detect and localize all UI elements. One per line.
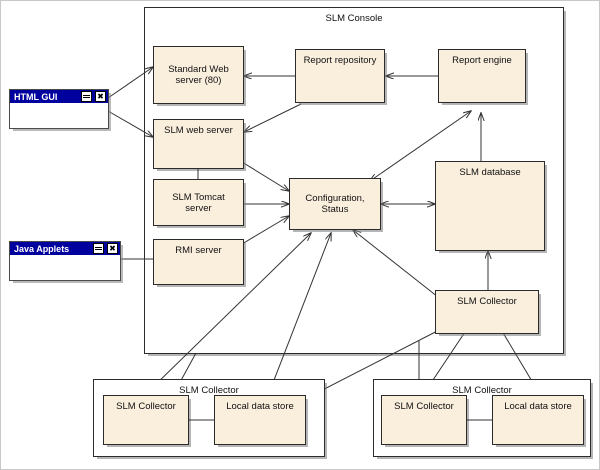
- node-label: SLM database: [459, 167, 521, 178]
- node-label: Configuration, Status: [305, 193, 365, 215]
- menu-icon[interactable]: [93, 243, 104, 254]
- node-collector-right-store[interactable]: Local data store: [492, 395, 584, 445]
- node-label: SLM Tomcat server: [172, 191, 225, 214]
- window-body: [10, 255, 120, 280]
- menu-icon[interactable]: [81, 91, 92, 102]
- node-report-engine[interactable]: Report engine: [438, 49, 526, 103]
- node-label: RMI server: [175, 245, 222, 256]
- node-slm-web-server[interactable]: SLM web server: [153, 119, 244, 169]
- node-label: SLM Collector: [116, 401, 176, 412]
- node-collector-right-service[interactable]: SLM Collector: [381, 395, 467, 445]
- window-java-applets[interactable]: Java Applets ✖: [9, 241, 121, 281]
- window-html-gui[interactable]: HTML GUI ✖: [9, 89, 109, 129]
- node-label: Report engine: [452, 55, 512, 66]
- node-configuration-status[interactable]: Configuration, Status: [289, 178, 381, 230]
- node-slm-collector-console[interactable]: SLM Collector: [435, 290, 539, 334]
- node-slm-database[interactable]: SLM database: [435, 161, 545, 251]
- node-label: Local data store: [226, 401, 294, 412]
- node-standard-web-server[interactable]: Standard Web server (80): [153, 46, 244, 104]
- node-report-repository[interactable]: Report repository: [295, 49, 385, 103]
- node-slm-tomcat-server[interactable]: SLM Tomcat server: [153, 179, 244, 226]
- node-collector-left-service[interactable]: SLM Collector: [103, 395, 189, 445]
- node-label: Report repository: [303, 55, 377, 66]
- window-title: HTML GUI: [14, 91, 58, 102]
- node-rmi-server[interactable]: RMI server: [153, 239, 244, 285]
- window-titlebar: HTML GUI ✖: [10, 90, 108, 103]
- node-label: Local data store: [504, 401, 572, 412]
- slm-console-title: SLM Console: [325, 13, 383, 24]
- node-label: SLM Collector: [394, 401, 454, 412]
- window-title: Java Applets: [14, 243, 70, 254]
- collector-frame-title: SLM Collector: [179, 385, 239, 396]
- node-label: SLM Collector: [457, 296, 517, 307]
- node-label: SLM web server: [164, 125, 233, 136]
- node-label: Standard Web server (80): [168, 64, 229, 86]
- window-body: [10, 103, 108, 128]
- close-icon[interactable]: ✖: [107, 243, 118, 254]
- window-titlebar: Java Applets ✖: [10, 242, 120, 255]
- close-icon[interactable]: ✖: [95, 91, 106, 102]
- collector-frame-title: SLM Collector: [452, 385, 512, 396]
- node-collector-left-store[interactable]: Local data store: [214, 395, 306, 445]
